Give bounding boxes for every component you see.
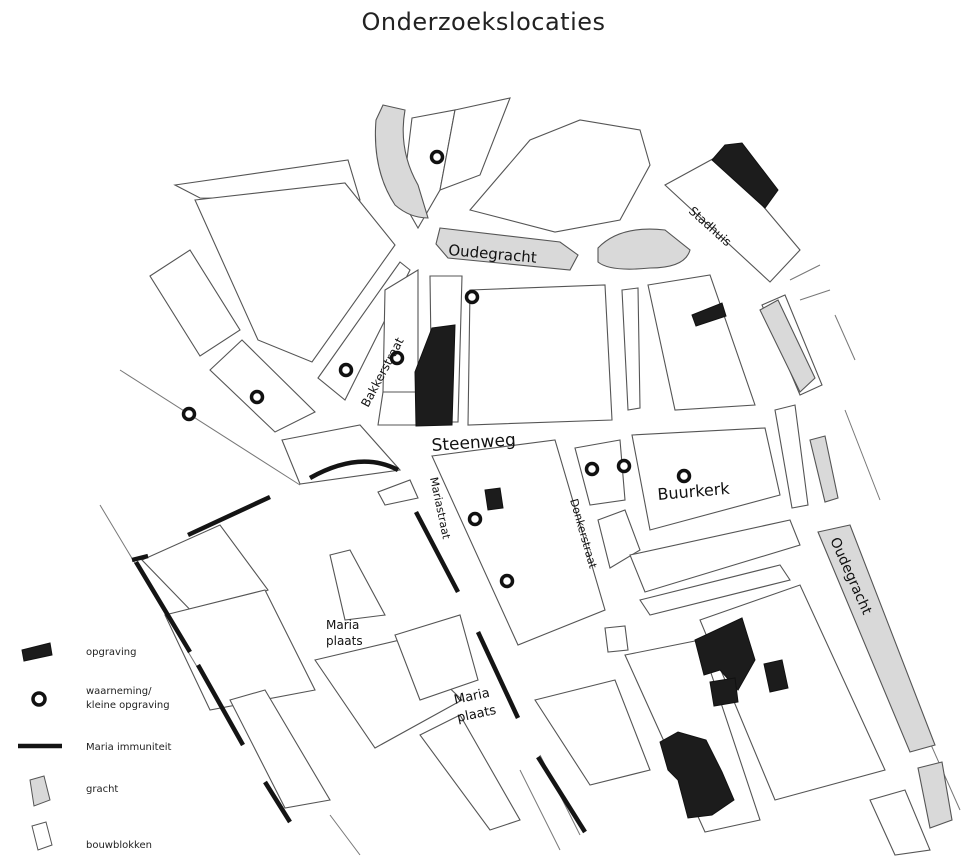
excavation bbox=[484, 487, 504, 511]
immunity-wall bbox=[131, 553, 149, 563]
legend-excavation-label: opgraving bbox=[86, 647, 136, 658]
observation-marker bbox=[616, 458, 632, 474]
excavation bbox=[691, 302, 727, 327]
street-edge bbox=[119, 369, 301, 486]
observation-marker bbox=[499, 573, 515, 589]
building-block bbox=[469, 119, 651, 233]
building-block bbox=[664, 154, 801, 283]
observation-marker bbox=[429, 149, 445, 165]
building-block bbox=[329, 549, 386, 621]
building-block bbox=[639, 564, 791, 616]
canal-segment bbox=[809, 435, 839, 503]
street-edge bbox=[789, 264, 821, 281]
observation-marker bbox=[338, 362, 354, 378]
excavation bbox=[763, 659, 789, 693]
excavation bbox=[659, 731, 735, 819]
map-legend: opgraving waarneming/ kleine opgraving M… bbox=[18, 642, 172, 851]
building-block bbox=[604, 625, 629, 653]
building-block bbox=[467, 284, 613, 426]
observation-marker bbox=[676, 468, 692, 484]
building-block bbox=[164, 589, 316, 711]
street-edge bbox=[329, 814, 361, 856]
legend-block-label: bouwblokken bbox=[86, 840, 152, 851]
excavation bbox=[694, 617, 756, 691]
canal-segment bbox=[597, 228, 691, 270]
legend-observation-label-line2: kleine opgraving bbox=[86, 700, 170, 711]
legend-canal-label: gracht bbox=[86, 784, 118, 795]
building-block bbox=[194, 182, 396, 363]
building-block bbox=[209, 339, 316, 433]
excavation bbox=[711, 142, 779, 209]
building-block bbox=[431, 439, 606, 646]
immunity-wall bbox=[263, 780, 292, 824]
excavation bbox=[709, 677, 739, 707]
building-block bbox=[439, 97, 511, 191]
immunity-wall bbox=[134, 560, 192, 654]
building-block bbox=[377, 479, 419, 506]
observation-marker bbox=[467, 511, 483, 527]
canal-segment bbox=[435, 227, 579, 271]
label-maria-plaats-1-line2: plaats bbox=[326, 634, 363, 648]
building-block bbox=[419, 714, 521, 831]
building-block bbox=[631, 427, 781, 531]
excavation bbox=[414, 324, 456, 427]
building-block bbox=[597, 509, 641, 569]
label-maria-plaats-2-line1: Maria bbox=[453, 686, 491, 708]
map-title: Onderzoekslocaties bbox=[361, 8, 606, 36]
immunity-wall bbox=[414, 510, 460, 594]
building-block bbox=[149, 249, 241, 357]
observation-marker bbox=[249, 389, 265, 405]
building-block bbox=[869, 789, 931, 856]
immunity-wall bbox=[475, 631, 521, 719]
immunity-wall bbox=[187, 494, 271, 538]
observation-marker bbox=[464, 289, 480, 305]
building-block bbox=[229, 689, 331, 809]
canal-segment bbox=[917, 761, 953, 829]
street-edge bbox=[799, 289, 831, 301]
building-block bbox=[574, 439, 626, 506]
immunity-wall bbox=[536, 755, 587, 834]
building-block bbox=[534, 679, 651, 786]
street-edge bbox=[834, 314, 856, 361]
building-block bbox=[394, 614, 479, 701]
observation-marker bbox=[389, 350, 405, 366]
building-block bbox=[647, 274, 756, 411]
canal-segment bbox=[759, 299, 816, 393]
street-edge bbox=[844, 409, 881, 501]
legend-observation-label-line1: waarneming/ bbox=[86, 686, 152, 697]
legend-canal-swatch bbox=[29, 775, 51, 807]
immunity-wall bbox=[308, 459, 400, 480]
building-block bbox=[621, 287, 641, 411]
building-block bbox=[141, 524, 269, 621]
canal-segment bbox=[374, 104, 429, 219]
building-block bbox=[774, 404, 809, 509]
street-edge bbox=[519, 769, 561, 851]
legend-excavation-swatch bbox=[21, 642, 53, 662]
building-block bbox=[377, 391, 419, 426]
canal-segment bbox=[817, 524, 936, 753]
building-block bbox=[629, 519, 801, 593]
legend-observation-swatch bbox=[31, 691, 47, 707]
building-block bbox=[281, 424, 402, 485]
observation-marker bbox=[584, 461, 600, 477]
immunity-wall bbox=[196, 663, 245, 747]
legend-block-swatch bbox=[31, 821, 53, 851]
label-maria-plaats-1-line1: Maria bbox=[326, 618, 359, 632]
observation-marker bbox=[181, 406, 197, 422]
legend-immunity-label: Maria immuniteit bbox=[86, 742, 172, 753]
